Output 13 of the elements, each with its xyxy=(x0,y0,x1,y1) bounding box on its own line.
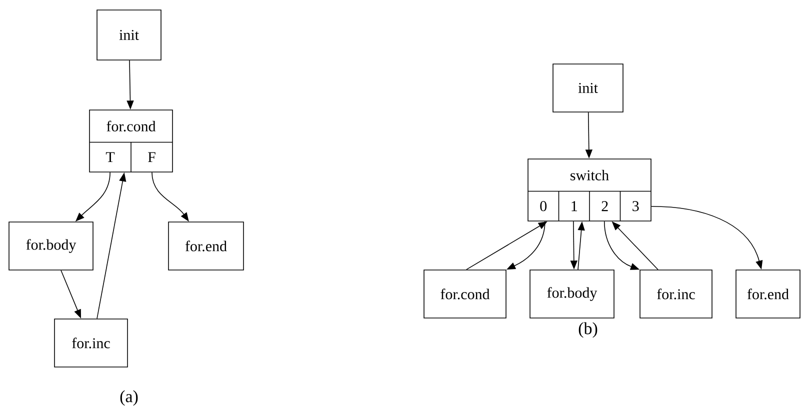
process-box: init xyxy=(552,64,624,112)
record-box: for.cond T F xyxy=(89,110,173,172)
process-box: for.inc xyxy=(54,318,128,368)
process-box: for.end xyxy=(168,222,244,270)
process-box: for.body xyxy=(8,222,94,270)
figure-caption: (a) xyxy=(120,390,138,406)
process-box: for.body xyxy=(530,270,614,318)
process-box: for.end xyxy=(736,270,800,318)
record-box: switch 0 1 2 3 xyxy=(528,158,652,222)
process-box: init xyxy=(96,10,162,60)
process-box: for.inc xyxy=(640,270,712,318)
figure-caption: (b) xyxy=(578,322,598,338)
process-box: for.cond xyxy=(424,270,506,318)
